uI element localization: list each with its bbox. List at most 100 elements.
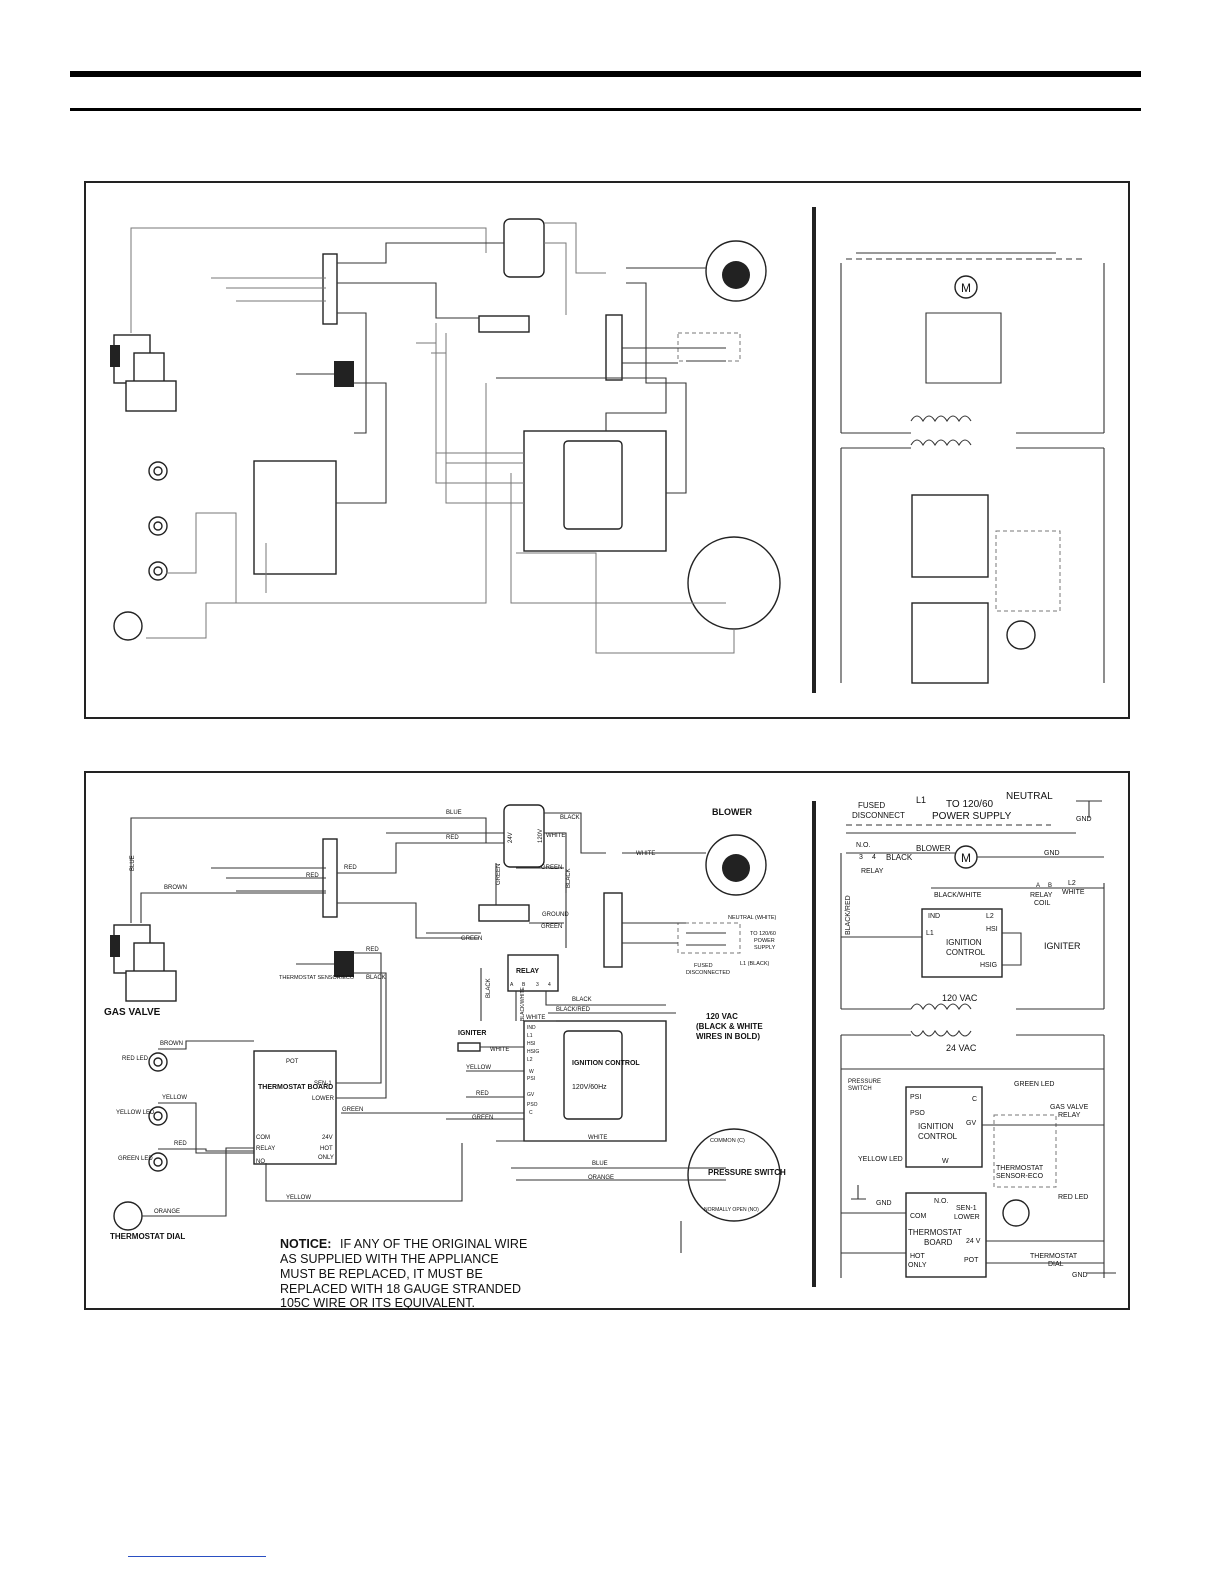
wire-label-white-igniter: WHITE xyxy=(490,1047,509,1053)
fused-label-1: FUSED xyxy=(694,963,713,969)
xfmr-120v-label: 120V xyxy=(538,829,544,843)
to-supply-label-1: TO 120/60 xyxy=(750,931,776,937)
ladder-dial-2: DIAL xyxy=(1048,1261,1064,1268)
ladder-ind: IND xyxy=(928,913,940,920)
transformer xyxy=(503,804,545,868)
wire-label-green-board: GREEN xyxy=(342,1107,363,1113)
ladder-gnd-blower: GND xyxy=(1044,850,1060,857)
ladder-hsi: HSI xyxy=(986,926,998,933)
ground-block xyxy=(478,315,530,333)
gas-valve-label: GAS VALVE xyxy=(104,1007,161,1018)
wire-label-black-vertical: BLACK xyxy=(566,868,572,888)
relay-label: RELAY xyxy=(516,968,539,975)
ladder-neutral: NEUTRAL xyxy=(1006,791,1053,802)
ladder-dial-1: THERMOSTAT xyxy=(1030,1253,1078,1260)
unlabeled-wiring-diagram-panel: M xyxy=(84,181,1130,719)
wire-label-green-ground: GREEN xyxy=(541,924,562,930)
wire-label-white-bottom: WHITE xyxy=(588,1135,607,1141)
gas-valve-icon xyxy=(110,334,177,412)
notice-line-5: 105C WIRE OR ITS EQUIVALENT. xyxy=(280,1296,475,1310)
to-supply-label-2: POWER xyxy=(754,938,775,944)
wire-label-red-xfmr: RED xyxy=(446,835,459,841)
l1-black-label: L1 (BLACK) xyxy=(740,961,770,967)
wire-label-white-ign: WHITE xyxy=(526,1015,545,1021)
ladder-lower: LOWER xyxy=(954,1214,980,1221)
labeled-ladder-diagram: FUSED DISCONNECT L1 TO 120/60 POWER SUPP… xyxy=(840,791,1116,1279)
relay-strip xyxy=(605,314,623,381)
ladder-ignition-2: CONTROL xyxy=(946,948,986,957)
neutral-white-label: NEUTRAL (WHITE) xyxy=(728,915,777,921)
green-led-label: GREEN LED xyxy=(118,1156,153,1162)
ground-block xyxy=(478,904,530,922)
ignition-control-label: IGNITION CONTROL xyxy=(572,1060,640,1067)
terminal-strip xyxy=(322,253,338,325)
wire-label-blue-vertical: BLUE xyxy=(130,855,136,871)
ignition-freq-label: 120V/60Hz xyxy=(572,1084,607,1091)
sensor-icon xyxy=(296,361,354,387)
labeled-wiring-diagram: GAS VALVE RED LED YELLOW LED GREEN LED T… xyxy=(104,791,1116,1310)
ladder-hot: HOT xyxy=(910,1253,926,1260)
ladder-white: WHITE xyxy=(1062,889,1085,896)
ladder-l1-pin: L1 xyxy=(926,930,934,937)
ladder-sensor-2: SENSOR-ECO xyxy=(996,1173,1044,1180)
blower-label: BLOWER xyxy=(712,807,752,817)
ladder-ign2-1: IGNITION xyxy=(918,1122,954,1131)
ladder-supply-1: TO 120/60 xyxy=(946,799,994,810)
ladder-relay-coil-1: RELAY xyxy=(1030,892,1053,899)
wire-label-brown-led: BROWN xyxy=(160,1041,183,1047)
ign-pin-w: W xyxy=(529,1069,534,1075)
wire-label-red-sensor: RED xyxy=(366,947,379,953)
ladder-gnd-top: GND xyxy=(1076,816,1092,823)
blower-icon xyxy=(705,834,767,896)
ladder-board-1: THERMOSTAT xyxy=(908,1228,962,1237)
ign-pin-ind: IND xyxy=(527,1025,536,1031)
notice-block: NOTICE: IF ANY OF THE ORIGINAL WIRE AS S… xyxy=(280,1237,527,1310)
thermostat-sensor-icon xyxy=(296,951,354,977)
lower-pin-label: LOWER xyxy=(312,1096,335,1102)
ladder-pso: PSO xyxy=(910,1110,925,1117)
ladder-fused-1: FUSED xyxy=(858,801,885,810)
com-pin-label: COM xyxy=(256,1135,270,1141)
common-label: COMMON (C) xyxy=(710,1138,745,1144)
ign-pin-l1: L1 xyxy=(527,1033,533,1039)
labeled-wiring-diagram-panel: GAS VALVE RED LED YELLOW LED GREEN LED T… xyxy=(84,771,1130,1310)
ladder-relay: RELAY xyxy=(861,868,884,875)
wire-label-green-ign: GREEN xyxy=(472,1115,493,1121)
ladder-sensor-icon xyxy=(1002,1199,1030,1227)
thermostat-board xyxy=(253,1050,337,1165)
led-icon xyxy=(148,461,168,481)
notice-line-2: AS SUPPLIED WITH THE APPLIANCE xyxy=(280,1252,499,1266)
ladder-ignition-1: IGNITION xyxy=(946,938,982,947)
thermostat-board xyxy=(253,460,337,575)
led-icon xyxy=(148,516,168,536)
ladder-blower: BLOWER xyxy=(916,844,951,853)
ladder-supply-2: POWER SUPPLY xyxy=(932,811,1012,822)
wire-label-orange-bottom: ORANGE xyxy=(588,1175,614,1181)
wire-label-green-strip: GREEN xyxy=(461,936,482,942)
hot-pin-label: HOT xyxy=(320,1146,333,1152)
unlabeled-wiring-diagram: M xyxy=(110,207,1105,693)
ladder-w: W xyxy=(942,1158,949,1165)
yellow-led-label: YELLOW LED xyxy=(116,1110,155,1116)
relay-pin-label: RELAY xyxy=(256,1146,275,1152)
xfmr-24v-label: 24V xyxy=(508,832,514,843)
vac-note-line-2: (BLACK & WHITE xyxy=(696,1022,763,1031)
ign-pin-c: C xyxy=(529,1110,533,1116)
header-rule-thin xyxy=(70,108,1141,111)
ladder-black-red: BLACK/RED xyxy=(845,895,852,935)
wire-label-brown: BROWN xyxy=(164,885,187,891)
ladder-thermostat-board xyxy=(905,1192,987,1278)
ign-pin-pso: PSO xyxy=(527,1102,538,1108)
ladder-coil-pin-a: A xyxy=(1036,883,1040,889)
yellow-led-icon xyxy=(148,1106,168,1126)
gas-valve-icon xyxy=(110,924,177,1002)
ladder-sensor-1: THERMOSTAT xyxy=(996,1165,1044,1172)
igniter-label: IGNITER xyxy=(458,1030,486,1037)
wire-label-blue: BLUE xyxy=(446,810,462,816)
normally-open-label: NORMALLY OPEN (NO) xyxy=(704,1207,759,1213)
ladder-fused-2: DISCONNECT xyxy=(852,811,905,820)
ign-pin-hsi: HSI xyxy=(527,1041,535,1047)
ladder-24vac: 24 VAC xyxy=(946,1043,977,1053)
fused-disconnect xyxy=(677,332,741,362)
wire-label-green-vertical: GREEN xyxy=(496,864,502,885)
